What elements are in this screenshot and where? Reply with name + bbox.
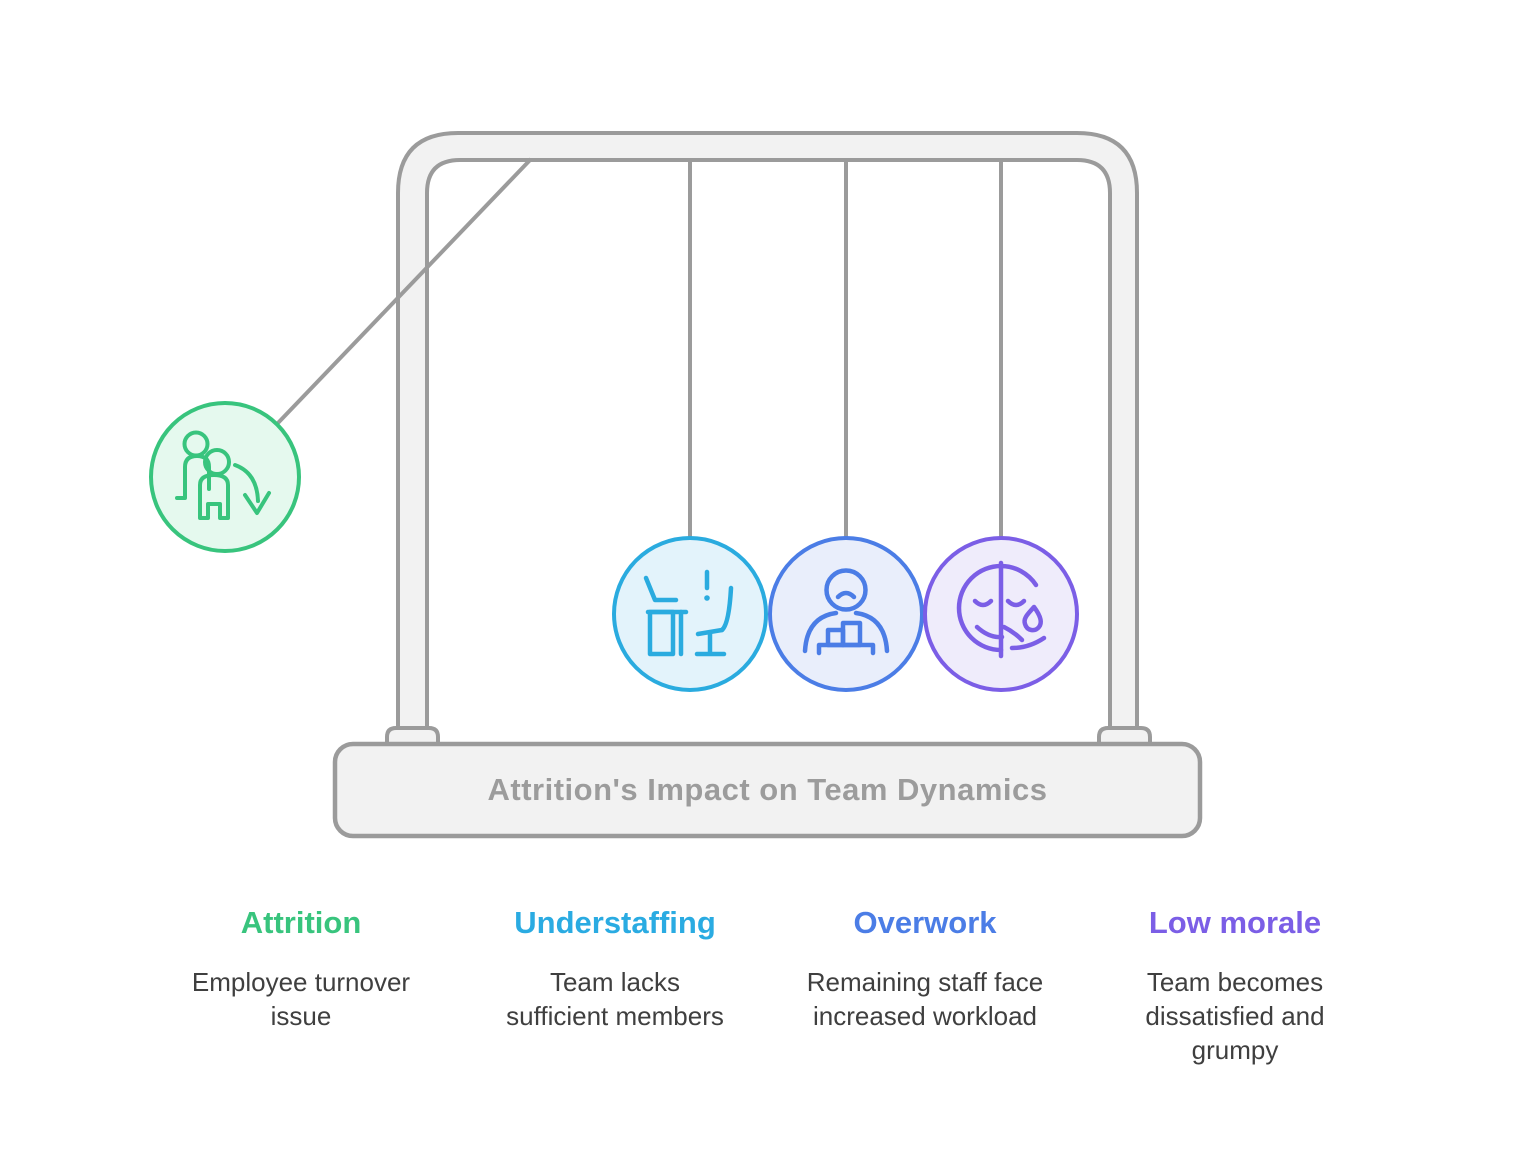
column-understaffing: Understaffing Team lacks sufficient memb… xyxy=(455,905,775,1033)
base-title: Attrition's Impact on Team Dynamics xyxy=(487,772,1048,807)
ball-overwork xyxy=(768,536,924,692)
employee-turnover-icon xyxy=(175,430,271,520)
right-foot xyxy=(1097,726,1152,746)
base-plate xyxy=(332,741,1203,839)
frame-tube xyxy=(396,131,1139,746)
column-low-morale: Low morale Team becomes dissatisfied and… xyxy=(1110,905,1360,1067)
ball-understaffing-circle xyxy=(612,536,768,692)
ball-understaffing xyxy=(612,536,768,692)
column-heading: Attrition xyxy=(240,905,362,940)
cradle-frame xyxy=(396,131,1139,746)
column-overwork: Overwork Remaining staff face increased … xyxy=(765,905,1085,1033)
frame-feet xyxy=(385,726,1152,746)
ball-overwork-circle xyxy=(768,536,924,692)
left-foot xyxy=(385,726,440,746)
column-heading: Overwork xyxy=(853,905,997,940)
pendulum-strings xyxy=(275,157,1003,540)
sad-face-tear-icon xyxy=(956,560,1047,659)
column-heading: Understaffing xyxy=(514,905,716,940)
column-description: Employee turnover issue xyxy=(191,967,411,1031)
column-description: Team becomes dissatisfied and grumpy xyxy=(1145,967,1325,1065)
column-description: Team lacks sufficient members xyxy=(506,967,724,1031)
empty-desk-icon xyxy=(643,569,734,657)
string-attrition xyxy=(275,157,533,426)
overloaded-worker-icon xyxy=(802,568,890,656)
ball-low-morale xyxy=(923,536,1079,692)
column-attrition: Attrition Employee turnover issue xyxy=(141,905,461,1033)
column-description: Remaining staff face increased workload xyxy=(806,967,1044,1031)
column-heading: Low morale xyxy=(1148,905,1322,940)
ball-attrition xyxy=(149,401,301,553)
